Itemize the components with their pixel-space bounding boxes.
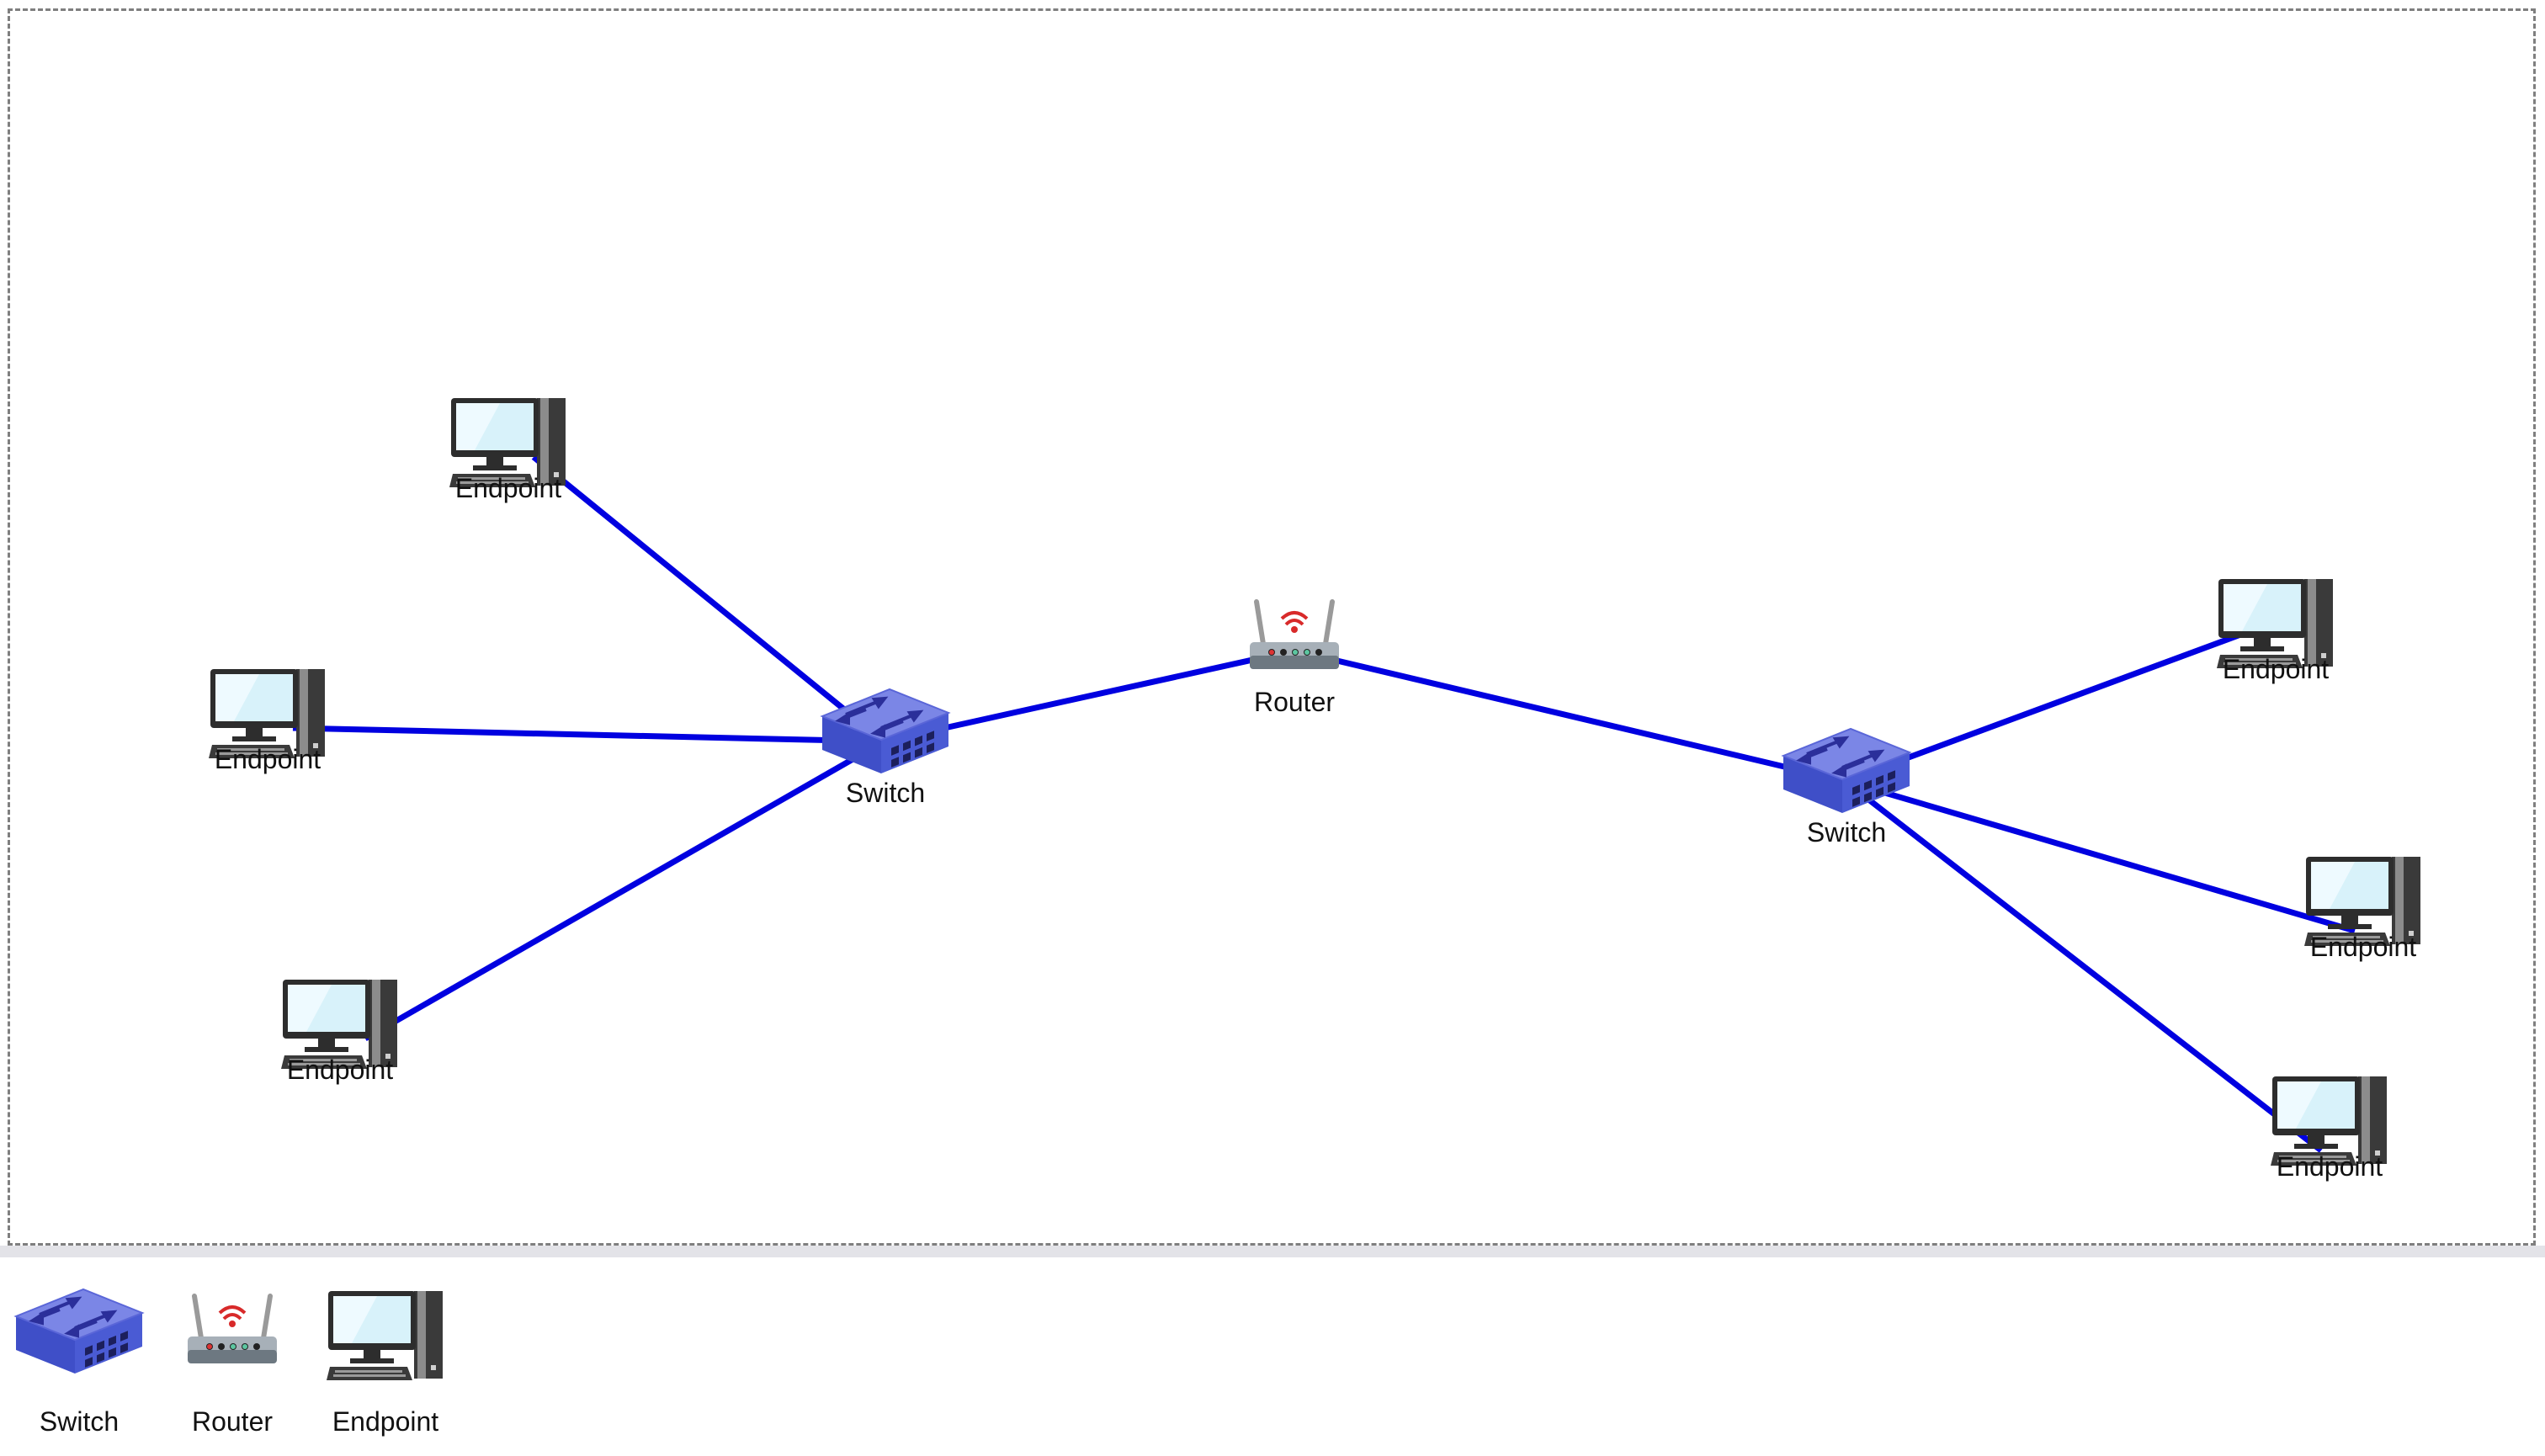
node-router-rt[interactable]: Router (1250, 602, 1339, 717)
link-rt-sw2[interactable] (1294, 647, 1846, 784)
node-switch-sw1[interactable]: Switch (821, 688, 950, 808)
node-label: Endpoint (2277, 1151, 2383, 1182)
router-icon (188, 1296, 277, 1363)
palette-item-label: Switch (40, 1406, 119, 1437)
node-label: Endpoint (455, 473, 561, 503)
node-endpoint-ep5[interactable]: Endpoint (2304, 857, 2420, 962)
node-label: Switch (846, 778, 925, 808)
link-sw2-ep6[interactable] (1842, 778, 2324, 1153)
palette-items: Switch Router Endpoint (14, 1288, 443, 1437)
palette-item-label: Router (192, 1406, 273, 1437)
link-sw2-ep4[interactable] (1843, 624, 2261, 784)
palette-item-router[interactable]: Router (188, 1296, 277, 1437)
links (292, 454, 2356, 1153)
palette-item-switch[interactable]: Switch (14, 1288, 144, 1437)
link-sw1-rt[interactable] (883, 647, 1295, 745)
router-icon (1250, 602, 1339, 669)
node-label: Endpoint (215, 744, 321, 774)
node-label: Endpoint (2310, 932, 2416, 962)
node-endpoint-ep6[interactable]: Endpoint (2271, 1076, 2387, 1182)
node-label: Endpoint (2223, 654, 2329, 684)
node-endpoint-ep3[interactable]: Endpoint (281, 980, 397, 1085)
palette-item-label: Endpoint (332, 1406, 438, 1437)
switch-icon (821, 688, 950, 775)
node-endpoint-ep2[interactable]: Endpoint (209, 669, 325, 774)
node-switch-sw2[interactable]: Switch (1782, 727, 1911, 848)
node-endpoint-ep4[interactable]: Endpoint (2217, 579, 2333, 684)
endpoint-icon (327, 1291, 443, 1380)
palette-panel: Switch Router Endpoint (0, 1257, 2545, 1456)
link-ep1-sw1[interactable] (531, 454, 886, 744)
link-ep2-sw1[interactable] (292, 725, 885, 745)
switch-icon (1782, 727, 1911, 815)
panel-divider (0, 1246, 2545, 1257)
palette-item-endpoint[interactable]: Endpoint (327, 1291, 443, 1437)
node-endpoint-ep1[interactable]: Endpoint (449, 398, 566, 503)
link-ep3-sw1[interactable] (364, 738, 885, 1042)
link-sw2-ep5[interactable] (1844, 778, 2356, 934)
switch-icon (14, 1288, 144, 1375)
node-label: Router (1254, 687, 1335, 717)
node-label: Switch (1807, 817, 1886, 848)
network-diagram: EndpointEndpointEndpointSwitchRouterSwit… (209, 398, 2420, 1182)
node-label: Endpoint (287, 1055, 393, 1085)
